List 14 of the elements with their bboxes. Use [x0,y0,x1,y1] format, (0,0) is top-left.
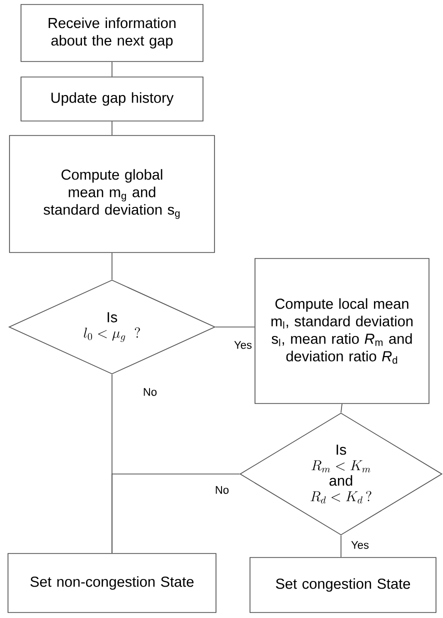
process-box: Set congestion State [250,557,436,613]
process-box: Compute global mean m$_{g}$ and standard deviation s$_{g}$ [9,135,215,253]
connector-line [340,535,342,558]
process-box: Set non-congestion State [8,553,216,613]
connector-line [215,326,255,328]
edge-label: Yes [233,340,253,350]
edge-label: Yes [350,540,370,550]
connector-line [112,474,240,554]
process-box: Compute local mean m$_{l}$, standard deviation s$_{l}$, mean ratio R$_{m}$ and deviation ratio R$_{d}$ [254,258,430,404]
process-box: Update gap history [20,76,204,122]
edge-label: No [214,485,230,495]
connector-line [340,404,342,413]
process-box: Receive information about the next gap [20,4,204,62]
edge-label: No [142,387,158,397]
